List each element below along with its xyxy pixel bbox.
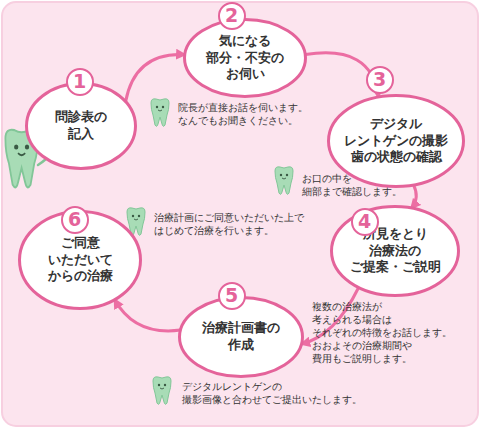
tooth-icon bbox=[153, 377, 171, 404]
tooth-icon bbox=[151, 99, 169, 126]
step-number: 4 bbox=[358, 212, 371, 231]
note-text: 治療計画にご同意いただいた上で はじめて治療を行います。 bbox=[154, 211, 306, 237]
step-label: 問診表の 記入 bbox=[54, 109, 108, 142]
step-label: デジタル レントゲンの撮影 歯の状態の確認 bbox=[343, 116, 449, 166]
note-text: デジタルレントゲンの 撮影画像と合わせてご提出いたします。 bbox=[182, 380, 364, 406]
ellipse-shape bbox=[332, 207, 459, 296]
node-body: 気になる 部分・不安の お伺い bbox=[183, 18, 307, 98]
step-number: 3 bbox=[373, 70, 386, 89]
flow-arrow bbox=[126, 54, 185, 101]
step-label: 気になる 部分・不安の お伺い bbox=[205, 33, 285, 83]
step-badge: 3 bbox=[366, 66, 394, 94]
note-text: 複数の治療法が 考えられる場合は それぞれの特徴をお話します。 おおよその治療期… bbox=[312, 300, 454, 365]
flow-arrow bbox=[115, 300, 181, 331]
step-badge: 2 bbox=[218, 2, 246, 30]
step-number: 6 bbox=[68, 210, 81, 229]
process-ellipse: 4所見をとり 治療法の ご提案・ご説明 bbox=[330, 205, 460, 297]
step-badge: 6 bbox=[61, 206, 89, 234]
step-badge: 1 bbox=[66, 68, 94, 96]
ellipse-shape bbox=[329, 96, 464, 187]
note-text: お口の中を 細部まで確認します。 bbox=[302, 172, 404, 198]
step-badge: 4 bbox=[351, 208, 379, 236]
tooth-icon bbox=[275, 167, 293, 194]
step-number: 1 bbox=[73, 72, 86, 91]
process-ellipse: 6 ご同意 いただいて からの治療 bbox=[18, 210, 142, 310]
step-label: ご同意 いただいて からの治療 bbox=[47, 235, 114, 285]
node-body: 治療計画書の 作成 bbox=[178, 296, 304, 378]
flow-arrow bbox=[411, 185, 416, 208]
process-ellipse: 2気になる 部分・不安の お伺い bbox=[183, 18, 307, 98]
step-number: 2 bbox=[225, 6, 238, 25]
ellipse-shape bbox=[27, 84, 136, 169]
step-badge: 5 bbox=[218, 282, 246, 310]
node-body: 所見をとり 治療法の ご提案・ご説明 bbox=[330, 205, 460, 297]
ellipse-shape bbox=[180, 298, 303, 377]
process-ellipse: 5治療計画書の 作成 bbox=[178, 296, 304, 378]
note-text: 院長が直接お話を伺います。 なんでもお聞きください。 bbox=[178, 101, 310, 127]
ellipse-shape bbox=[185, 20, 306, 97]
step-label: 治療計画書の 作成 bbox=[201, 320, 281, 353]
process-ellipse: 1問診表の 記入 bbox=[25, 82, 137, 170]
step-number: 5 bbox=[225, 286, 238, 305]
